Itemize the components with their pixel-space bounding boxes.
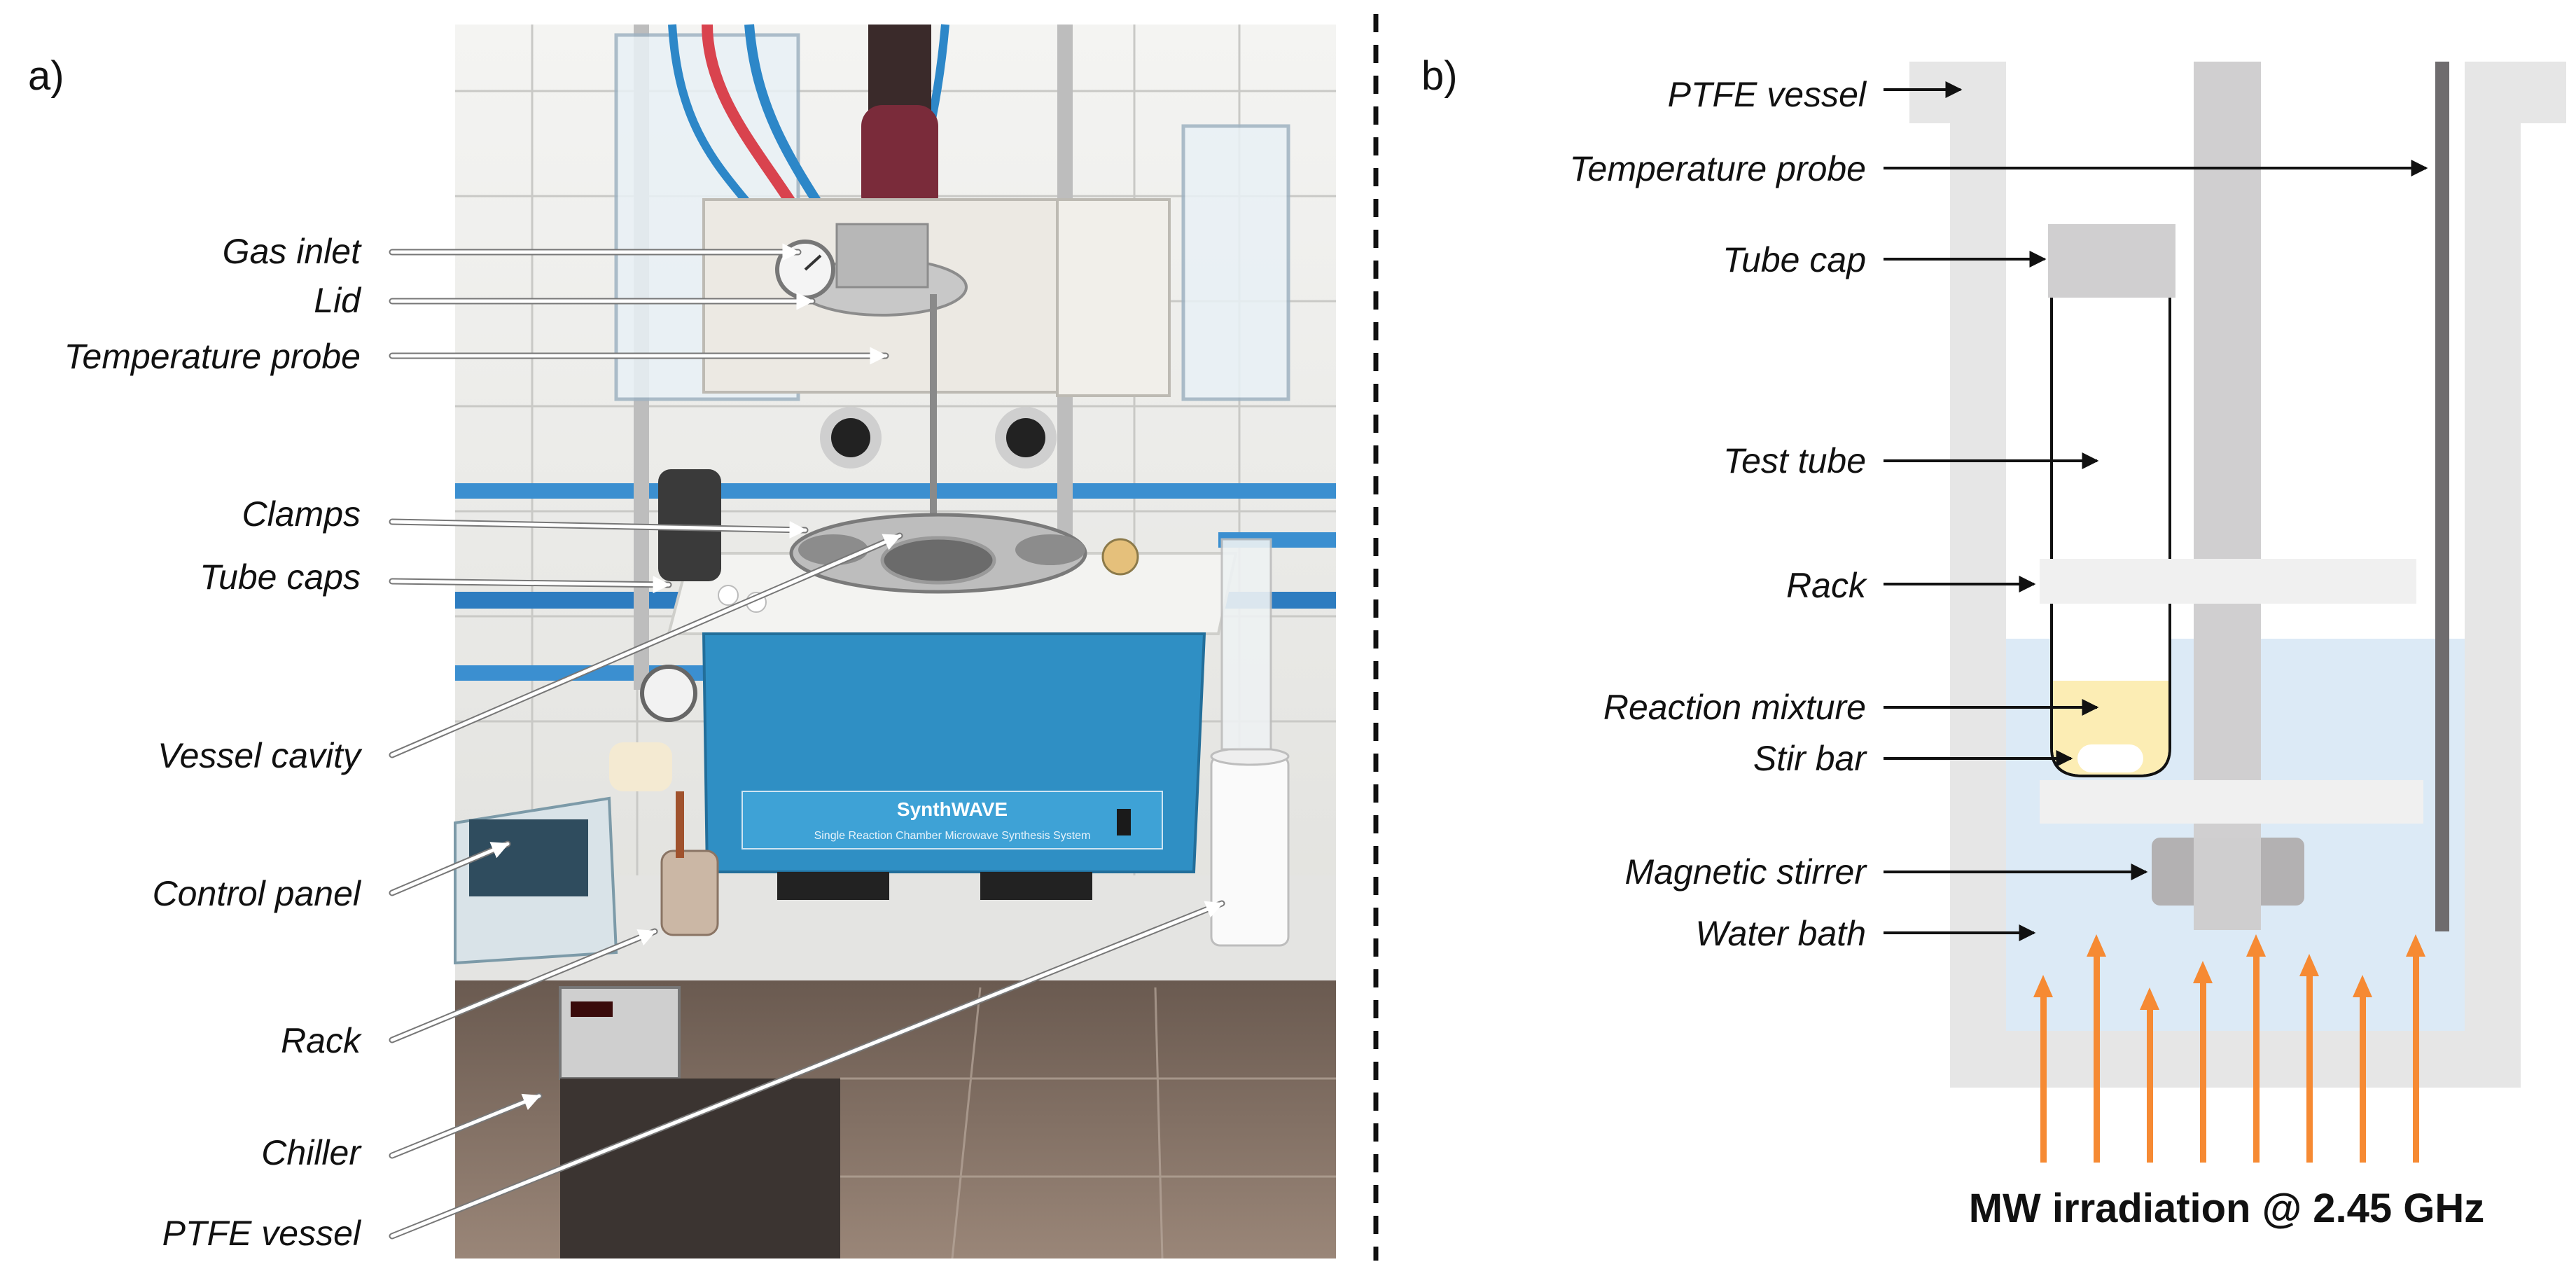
magnetic-stirrer-core xyxy=(2194,838,2261,930)
label-gas-inlet: Gas inlet xyxy=(223,232,362,271)
vessel-wall-right xyxy=(2465,62,2521,1088)
label-chiller: Chiller xyxy=(261,1133,362,1172)
label-ptfe-vessel-a: PTFE vessel xyxy=(162,1214,362,1253)
label-control-panel: Control panel xyxy=(153,874,362,913)
mw-arrow xyxy=(2246,934,2266,1163)
panel-a-letter: a) xyxy=(28,53,64,99)
stir-bar xyxy=(2077,744,2143,772)
label-vessel-cavity: Vessel cavity xyxy=(158,736,363,775)
mw-arrow xyxy=(2140,987,2159,1163)
mw-arrow xyxy=(2033,975,2053,1163)
label-temperature-probe-b: Temperature probe xyxy=(1570,149,1866,188)
label-ptfe-vessel-b: PTFE vessel xyxy=(1668,75,1867,114)
label-magnetic-stirrer: Magnetic stirrer xyxy=(1624,852,1867,892)
mw-arrow xyxy=(2406,934,2425,1163)
panel-a-labels: Gas inlet Lid Temperature probe Clamps T… xyxy=(64,232,363,1253)
panel-a-arrows xyxy=(389,243,1225,1240)
mw-arrow xyxy=(2193,961,2213,1163)
label-lid: Lid xyxy=(314,281,362,320)
label-reaction-mixture: Reaction mixture xyxy=(1603,688,1866,727)
vessel-flange-left xyxy=(1909,62,2006,123)
device-brand: SynthWAVE xyxy=(897,798,1008,820)
rack-lower xyxy=(2040,780,2423,824)
temperature-probe-rod xyxy=(2435,62,2449,931)
label-rack-a: Rack xyxy=(281,1021,363,1060)
panel-b-letter: b) xyxy=(1421,53,1458,99)
label-water-bath: Water bath xyxy=(1695,914,1866,953)
vessel-bottom xyxy=(1950,1031,2521,1088)
rack-upper-over xyxy=(2040,559,2416,604)
ptfe-vessel-diagram xyxy=(1909,62,2566,1088)
mw-arrow xyxy=(2299,954,2319,1163)
mw-arrows xyxy=(2033,934,2425,1163)
panel-b-arrows xyxy=(1884,81,2428,941)
label-temperature-probe-a: Temperature probe xyxy=(64,337,361,376)
label-tube-cap: Tube cap xyxy=(1722,240,1866,279)
mw-irradiation-caption: MW irradiation @ 2.45 GHz xyxy=(1969,1186,2485,1231)
mw-arrow xyxy=(2087,934,2106,1163)
label-test-tube: Test tube xyxy=(1723,441,1866,480)
label-stir-bar: Stir bar xyxy=(1753,739,1868,778)
mw-arrow xyxy=(2353,975,2372,1163)
label-rack-b: Rack xyxy=(1786,566,1868,605)
vessel-wall-left xyxy=(1950,62,2006,1088)
lab-photo: SynthWAVE Single Reaction Chamber Microw… xyxy=(454,24,1336,1259)
vessel-flange-right xyxy=(2465,62,2566,123)
device-subtitle: Single Reaction Chamber Microwave Synthe… xyxy=(814,830,1091,842)
label-tube-caps: Tube caps xyxy=(200,557,361,597)
label-clamps: Clamps xyxy=(242,494,361,534)
panel-b-labels: PTFE vessel Temperature probe Tube cap T… xyxy=(1570,75,1868,953)
tube-cap xyxy=(2048,224,2175,298)
